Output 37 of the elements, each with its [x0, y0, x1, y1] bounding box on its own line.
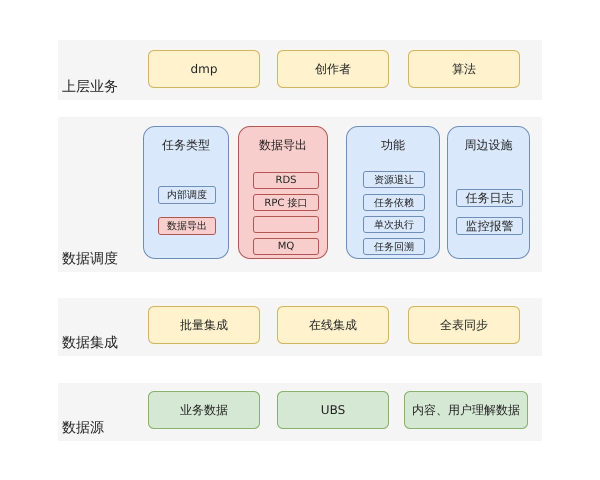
layer-panel	[58, 40, 542, 100]
group-panel	[238, 126, 328, 259]
group-panel	[346, 126, 440, 259]
group-panel	[447, 126, 530, 259]
component-box: RPC 接口	[253, 194, 319, 211]
component-box: 内容、用户理解数据	[404, 391, 528, 429]
layer-label: 上层业务	[62, 78, 118, 96]
component-box: MQ	[253, 238, 319, 255]
component-box: 数据导出	[158, 217, 216, 235]
layer-label: 数据源	[62, 419, 104, 437]
component-box: 创作者	[277, 50, 389, 88]
component-box: 任务回溯	[363, 238, 425, 255]
component-box: 内部调度	[158, 186, 216, 204]
component-box: 业务数据	[148, 391, 260, 429]
layer-panel	[58, 117, 542, 272]
component-box: UBS	[277, 391, 389, 429]
group-title: 周边设施	[464, 137, 514, 154]
group-title: 功能	[380, 137, 406, 154]
component-box: dmp	[148, 50, 260, 88]
component-box	[253, 216, 319, 233]
component-box: 算法	[408, 50, 520, 88]
component-box: 任务日志	[456, 189, 523, 207]
layer-panel	[58, 298, 542, 356]
layer-label: 数据集成	[62, 334, 118, 352]
component-box: RDS	[253, 172, 319, 189]
component-box: 单次执行	[363, 216, 425, 233]
group-panel	[143, 126, 229, 259]
component-box: 批量集成	[148, 306, 260, 344]
layer-label: 数据调度	[62, 250, 118, 268]
group-title: 任务类型	[161, 137, 211, 154]
component-box: 监控报警	[456, 217, 523, 235]
layer-panel	[58, 383, 542, 441]
component-box: 资源退让	[363, 171, 425, 188]
component-box: 任务依赖	[363, 194, 425, 211]
group-title: 数据导出	[258, 137, 308, 154]
component-box: 全表同步	[408, 306, 520, 344]
component-box: 在线集成	[277, 306, 389, 344]
